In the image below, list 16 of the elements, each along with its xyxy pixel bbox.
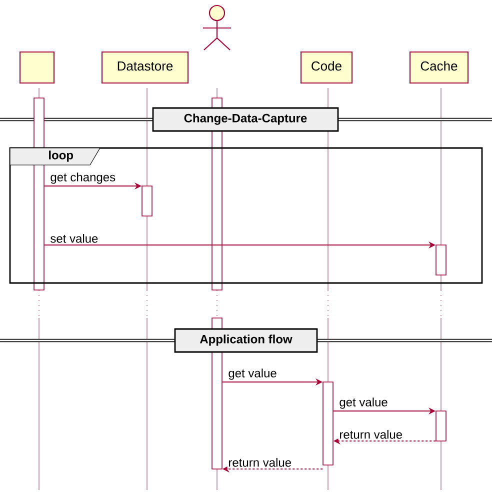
activation-bar (142, 186, 152, 216)
message-label: get changes (50, 172, 116, 184)
activation-bar (436, 410, 446, 442)
actor-figure (202, 4, 232, 51)
message-label: get value (340, 398, 388, 409)
participant-box: Code (300, 52, 352, 84)
activation-bar (322, 382, 334, 466)
message-label: return value (229, 458, 291, 467)
participant-box: Cache (410, 52, 468, 84)
participant-box: Datastore (102, 52, 188, 84)
message-label: return value (340, 430, 402, 439)
message-label: set value (50, 234, 98, 243)
activation-bar (436, 244, 446, 276)
participant-box (20, 52, 54, 84)
activation-bar (34, 98, 44, 290)
message-label: get value (228, 368, 276, 380)
